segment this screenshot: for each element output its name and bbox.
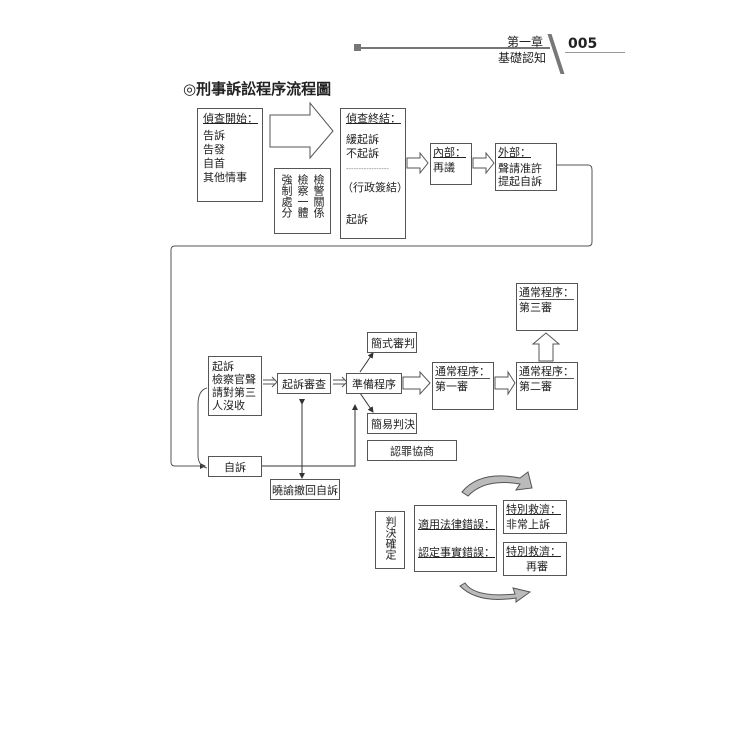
- start-item: 告訴: [203, 129, 225, 142]
- plea-label: 認罪協商: [390, 445, 434, 458]
- internal-item: 再議: [433, 161, 455, 174]
- arrow-second-to-third: [531, 332, 561, 362]
- extraordinary-appeal-item: 非常上訴: [506, 518, 550, 531]
- arrow-start-to-end: [269, 101, 334, 160]
- indict-line: 人沒收: [212, 399, 245, 412]
- coercive-col: 強制處分: [280, 174, 293, 218]
- arrow-prep-to-first: [402, 370, 431, 396]
- indict-line: 檢察官聲: [212, 373, 256, 386]
- review-box: 起訴審查: [277, 373, 331, 394]
- first-instance-item: 第一審: [435, 380, 468, 393]
- arrow-indict-to-review: [263, 376, 278, 388]
- plea-box: 認罪協商: [367, 440, 457, 461]
- extraordinary-appeal-box: 特別救濟： 非常上訴: [503, 500, 567, 534]
- third-instance-box: 通常程序： 第三審: [516, 283, 578, 331]
- second-instance-heading: 通常程序：: [519, 365, 574, 379]
- extraordinary-appeal-heading: 特別救濟：: [506, 503, 561, 516]
- third-instance-heading: 通常程序：: [519, 286, 574, 300]
- third-instance-item: 第三審: [519, 301, 552, 314]
- summary-trial-box: 簡式審判: [367, 332, 417, 353]
- final-judgment-label: 判決確定: [384, 516, 397, 560]
- simplified-judgment-box: 簡易判決: [367, 413, 417, 434]
- arrow-review-to-prep: [333, 376, 348, 388]
- section-label: 基礎認知: [498, 51, 547, 65]
- header-rule-right: [565, 52, 625, 53]
- page-number: 005: [568, 36, 598, 52]
- first-instance-heading: 通常程序：: [435, 365, 490, 379]
- external-box: 外部： 聲請准許 提起自訴: [495, 143, 557, 191]
- arrow-end-to-internal: [406, 151, 429, 175]
- law-error-label: 適用法律錯誤：: [418, 518, 495, 531]
- external-heading: 外部：: [498, 146, 531, 159]
- withdraw-box: 曉諭撤回自訴: [270, 479, 340, 500]
- preparation-box: 準備程序: [346, 373, 402, 394]
- second-instance-item: 第二審: [519, 380, 552, 393]
- fact-error-label: 認定事實錯誤：: [418, 546, 495, 559]
- private-prosecution-box: 自訴: [208, 456, 262, 477]
- start-item: 其他情事: [203, 171, 247, 184]
- review-label: 起訴審查: [282, 378, 326, 391]
- separator: -----------------: [346, 165, 389, 173]
- end-indict: 起訴: [346, 213, 368, 226]
- coercive-box: 強制處分 檢察一體 檢警關係: [274, 168, 331, 234]
- coercive-col: 檢警關係: [312, 174, 325, 218]
- curve-arrow-bottom: [459, 582, 532, 603]
- withdraw-label: 曉諭撤回自訴: [272, 484, 338, 497]
- connector-indict-private: [197, 387, 208, 469]
- end-item: 緩起訴: [346, 133, 379, 146]
- arrow-prep-summary: [359, 352, 374, 373]
- coercive-col: 檢察一體: [296, 174, 309, 218]
- indict-box: 起訴 檢察官聲 請對第三 人沒收: [208, 356, 262, 416]
- curve-arrow-top: [461, 471, 533, 497]
- start-item: 告發: [203, 143, 225, 156]
- arrow-internal-to-external: [472, 151, 495, 175]
- internal-heading: 內部：: [433, 146, 466, 159]
- external-item: 提起自訴: [498, 175, 542, 188]
- arrow-first-to-second: [494, 370, 516, 396]
- admin-closure: （行政簽結）: [342, 181, 408, 194]
- private-prosecution-label: 自訴: [224, 461, 246, 474]
- page-title: ◎刑事訴訟程序流程圖: [183, 80, 332, 98]
- indict-line: 起訴: [212, 360, 234, 373]
- errors-box: 適用法律錯誤： 認定事實錯誤：: [414, 505, 497, 572]
- chapter-label: 第一章: [507, 35, 544, 49]
- indict-line: 請對第三: [212, 386, 256, 399]
- preparation-label: 準備程序: [352, 378, 396, 391]
- retrial-item: 再審: [526, 560, 548, 573]
- connector-external-to-indict: [170, 164, 593, 469]
- investigation-end-box: 偵查終結： 緩起訴 不起訴 ----------------- （行政簽結） 起…: [340, 108, 408, 239]
- investigation-end-heading: 偵查終結：: [346, 112, 401, 125]
- arrow-private-to-prep: [262, 404, 358, 467]
- internal-box: 內部： 再議: [430, 143, 472, 185]
- retrial-box: 特別救濟： 再審: [503, 542, 567, 576]
- retrial-heading: 特別救濟：: [506, 545, 561, 558]
- first-instance-box: 通常程序： 第一審: [432, 362, 494, 410]
- arrow-prep-simplified: [359, 392, 374, 413]
- investigation-start-heading: 偵查開始：: [203, 112, 258, 125]
- summary-trial-label: 簡式審判: [371, 337, 415, 350]
- end-item: 不起訴: [346, 147, 379, 160]
- start-item: 自首: [203, 157, 225, 170]
- investigation-start-box: 偵查開始： 告訴 告發 自首 其他情事: [197, 108, 263, 202]
- header-rule: [358, 47, 550, 49]
- header-bullet: [354, 44, 361, 51]
- second-instance-box: 通常程序： 第二審: [516, 362, 578, 410]
- final-judgment-box: 判決確定: [375, 511, 405, 569]
- simplified-judgment-label: 簡易判決: [371, 418, 415, 431]
- external-item: 聲請准許: [498, 162, 542, 175]
